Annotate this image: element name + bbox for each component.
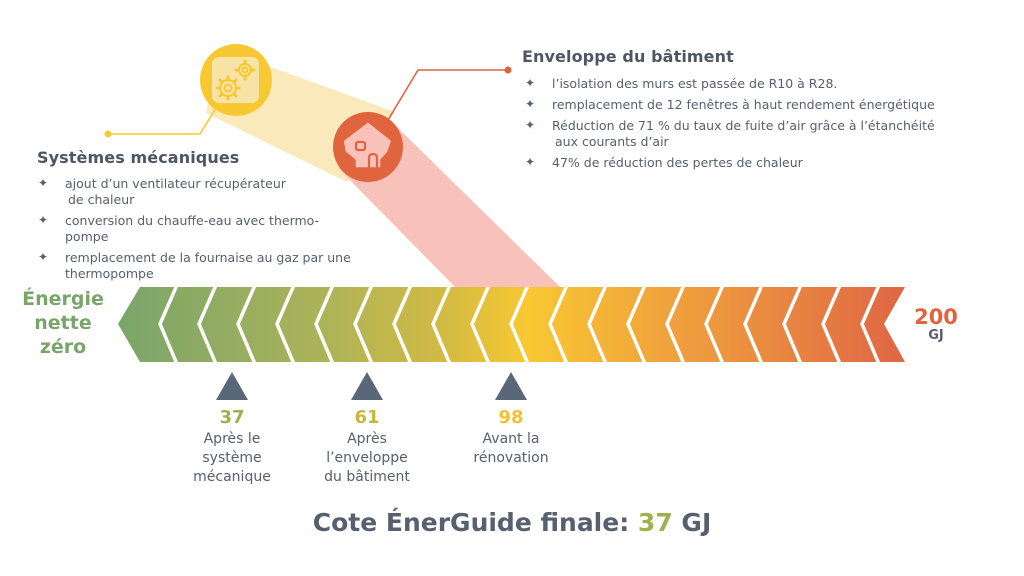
energy-scale	[118, 287, 905, 362]
triangle-marker-icon	[495, 372, 527, 400]
gears-icon	[200, 44, 272, 116]
mechanical-title: Systèmes mécaniques	[37, 148, 240, 167]
net-zero-label: Énergie nette zéro	[22, 288, 104, 358]
max-label: 200 GJ	[914, 305, 958, 343]
envelope-list: ✦l’isolation des murs est passée de R10 …	[525, 76, 1005, 176]
envelope-item: ✦remplacement de 12 fenêtres à haut rend…	[525, 97, 935, 112]
mechanical-item: ✦remplacement de la fournaise au gaz par…	[38, 250, 351, 281]
mechanical-item: ✦conversion du chauffe-eau avec thermo-p…	[38, 213, 320, 244]
plus-icon: ✦	[525, 76, 536, 90]
envelope-item: ✦47% de réduction des pertes de chaleur	[525, 155, 803, 170]
plus-icon: ✦	[525, 155, 536, 169]
envelope-item: ✦l’isolation des murs est passée de R10 …	[525, 76, 838, 91]
triangle-marker-icon	[216, 372, 248, 400]
mechanical-connector	[108, 107, 217, 135]
envelope-title: Enveloppe du bâtiment	[522, 47, 734, 66]
mechanical-connector-dot	[104, 130, 112, 138]
envelope-item: ✦Réduction de 71 % du taux de fuite d’ai…	[525, 118, 935, 149]
plus-icon: ✦	[525, 97, 536, 111]
plus-icon: ✦	[38, 176, 49, 190]
marker-after-envelope: 61 Après l’enveloppe du bâtiment	[307, 372, 427, 487]
house-icon	[333, 112, 403, 182]
triangle-marker-icon	[351, 372, 383, 400]
plus-icon: ✦	[525, 118, 536, 132]
final-rating: Cote ÉnerGuide finale: 37 GJ	[312, 508, 712, 537]
marker-after-mechanical: 37 Après le système mécanique	[172, 372, 292, 487]
envelope-connector-dot	[504, 66, 512, 74]
marker-before-renovation: 98 Avant la rénovation	[451, 372, 571, 468]
envelope-connector	[387, 69, 508, 121]
plus-icon: ✦	[38, 250, 49, 264]
final-rating-value: 37	[637, 508, 673, 537]
plus-icon: ✦	[38, 213, 49, 227]
